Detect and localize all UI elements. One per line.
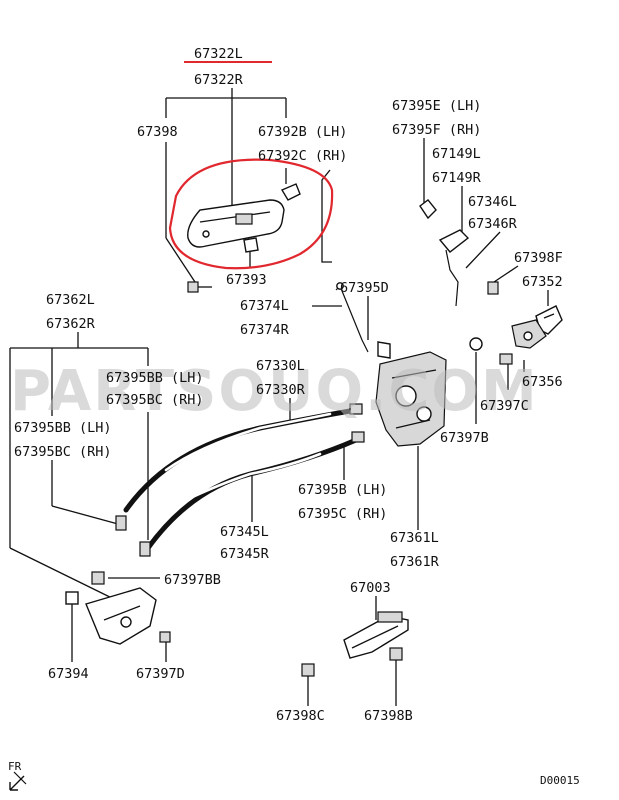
- label-67362R[interactable]: 67362R: [46, 316, 96, 332]
- label-67395BB-left[interactable]: 67395BB (LH): [14, 420, 112, 436]
- bolt-67398B-part: [389, 647, 403, 661]
- label-67345R[interactable]: 67345R: [220, 546, 270, 562]
- label-67397BB[interactable]: 67397BB: [164, 572, 221, 588]
- label-67398B[interactable]: 67398B: [364, 708, 413, 724]
- handle-screw-part: [187, 281, 212, 293]
- fr-label: FR: [8, 760, 22, 773]
- label-67361L[interactable]: 67361L: [390, 530, 439, 546]
- leader-lines: [9, 88, 549, 706]
- label-67374R[interactable]: 67374R: [240, 322, 290, 338]
- label-67330R[interactable]: 67330R: [256, 382, 306, 398]
- label-67361R[interactable]: 67361R: [390, 554, 440, 570]
- label-67003[interactable]: 67003: [350, 580, 391, 596]
- cable-67330-part: [123, 407, 359, 513]
- handle-nut-part: [243, 237, 259, 253]
- arrow-down-left-icon: [9, 775, 25, 791]
- door-check-part: [343, 611, 409, 659]
- label-67356[interactable]: 67356: [522, 374, 563, 390]
- handle-clip-part: [280, 183, 301, 201]
- label-67346R[interactable]: 67346R: [468, 216, 518, 232]
- highlight-circle: [168, 158, 334, 270]
- label-67395BC-top[interactable]: 67395BC (RH): [106, 392, 204, 408]
- label-67362L[interactable]: 67362L: [46, 292, 95, 308]
- watermark: PARTSOUQ.COM: [10, 359, 539, 424]
- label-67398[interactable]: 67398: [137, 124, 178, 140]
- label-67330L[interactable]: 67330L: [256, 358, 305, 374]
- label-67397D[interactable]: 67397D: [136, 666, 185, 682]
- label-67395BB-top[interactable]: 67395BB (LH): [106, 370, 204, 386]
- label-67395F[interactable]: 67395F (RH): [392, 122, 481, 138]
- diagram-code: D00015: [540, 774, 580, 787]
- door-latch-assembly: [375, 351, 447, 447]
- cable-clips-part: [115, 403, 365, 557]
- label-67395BC-left[interactable]: 67395BC (RH): [14, 444, 112, 460]
- bolt-67397B-part: [469, 337, 483, 351]
- label-67398F[interactable]: 67398F: [514, 250, 563, 266]
- bolt-67398C-part: [301, 663, 315, 677]
- label-67393[interactable]: 67393: [226, 272, 267, 288]
- label-67392C[interactable]: 67392C (RH): [258, 148, 347, 164]
- label-67322L[interactable]: 67322L: [194, 46, 243, 62]
- screw-67397D-part: [159, 631, 171, 643]
- label-67346L[interactable]: 67346L: [468, 194, 517, 210]
- label-67395B[interactable]: 67395B (LH): [298, 482, 387, 498]
- bolt-67397BB-part: [91, 571, 105, 585]
- label-67352[interactable]: 67352: [522, 274, 563, 290]
- front-direction-indicator: FR: [8, 760, 27, 791]
- cable-67345-part: [145, 437, 359, 551]
- label-67149R[interactable]: 67149R: [432, 170, 482, 186]
- label-67374L[interactable]: 67374L: [240, 298, 289, 314]
- label-67397C[interactable]: 67397C: [480, 398, 529, 414]
- label-67394[interactable]: 67394: [48, 666, 89, 682]
- label-67392B[interactable]: 67392B (LH): [258, 124, 347, 140]
- cover-67394-part: [65, 591, 79, 605]
- label-67395D[interactable]: 67395D: [340, 280, 389, 296]
- bolt-67397C-part: [499, 353, 513, 365]
- inside-handle-part: [85, 587, 157, 645]
- label-67397B[interactable]: 67397B: [440, 430, 489, 446]
- label-67322R[interactable]: 67322R: [194, 72, 244, 88]
- label-67398C[interactable]: 67398C: [276, 708, 325, 724]
- label-67345L[interactable]: 67345L: [220, 524, 269, 540]
- label-67395C[interactable]: 67395C (RH): [298, 506, 387, 522]
- lock-rod-part: [335, 282, 369, 353]
- label-67395E[interactable]: 67395E (LH): [392, 98, 481, 114]
- latch-rod-bracket-part: [419, 199, 470, 307]
- outside-handle-part: [187, 199, 285, 248]
- label-67149L[interactable]: 67149L: [432, 146, 481, 162]
- striker-part: [511, 319, 547, 349]
- rod-clip-part: [377, 341, 391, 359]
- screw-67398F-part: [487, 281, 499, 295]
